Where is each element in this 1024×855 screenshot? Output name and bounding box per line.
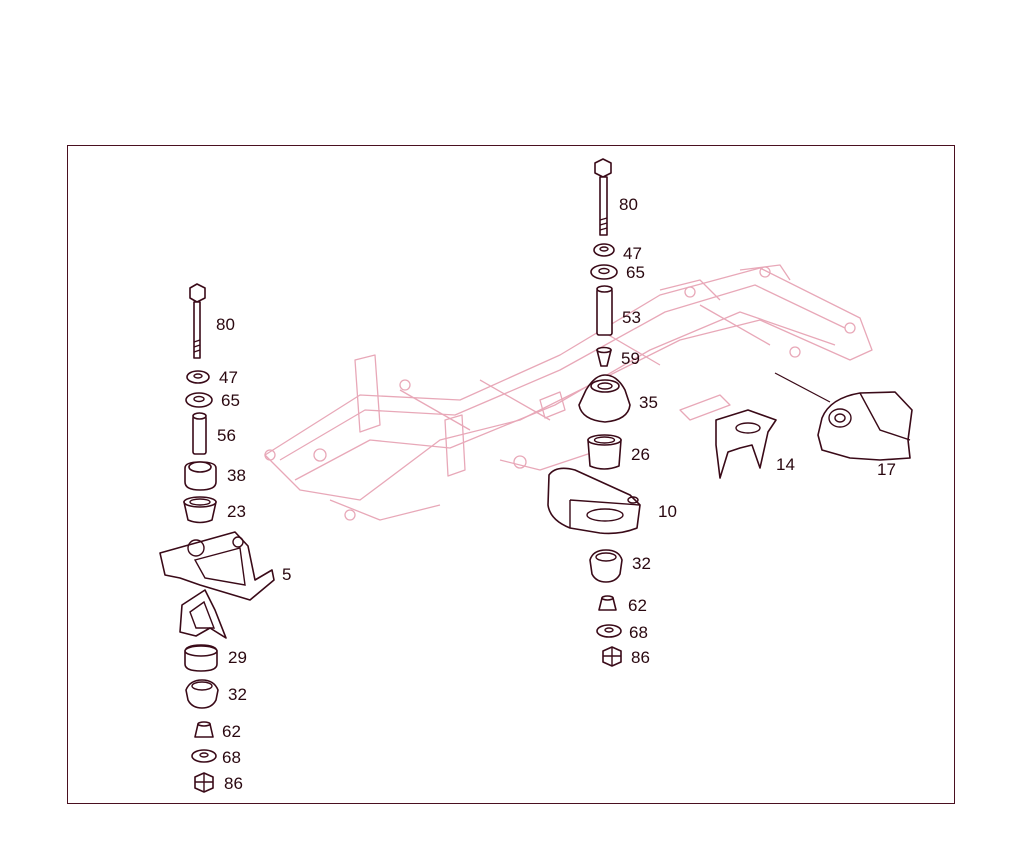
part-number-label: 53 <box>622 308 641 327</box>
chassis-frame-drawing <box>264 264 873 521</box>
washer-icon <box>185 392 213 408</box>
part-number-label: 35 <box>639 393 658 412</box>
left-stack-labels: 80 47 65 56 38 23 5 29 32 62 68 86 <box>216 315 291 793</box>
rubber-mount-icon <box>578 374 631 423</box>
washer-icon <box>590 264 618 280</box>
part-number-label: 80 <box>216 315 235 334</box>
washer-icon <box>186 370 210 384</box>
part-number-label: 47 <box>623 244 642 263</box>
bolt-icon <box>189 283 206 359</box>
part-number-label: 86 <box>631 648 650 667</box>
bushing-icon <box>587 434 622 470</box>
part-number-label: 65 <box>221 391 240 410</box>
bolt-icon <box>594 158 612 236</box>
part-number-label: 29 <box>228 648 247 667</box>
center-stack-labels: 80 47 65 53 59 35 26 10 32 62 68 86 <box>619 195 677 667</box>
rubber-mount-icon <box>184 461 217 491</box>
washer-icon <box>596 624 622 638</box>
mounting-bracket-icon <box>159 531 275 639</box>
part-number-label: 86 <box>224 774 243 793</box>
rubber-mount-icon <box>589 549 623 583</box>
part-number-label: 56 <box>217 426 236 445</box>
spacer-sleeve-icon <box>596 285 613 336</box>
part-number-label: 68 <box>222 748 241 767</box>
spacer-sleeve-icon <box>192 412 207 455</box>
support-bracket-icon <box>715 409 777 479</box>
part-number-label: 32 <box>632 554 651 573</box>
part-number-label: 68 <box>629 623 648 642</box>
washer-icon <box>191 749 217 763</box>
center-mount-stack <box>547 158 641 667</box>
part-number-label: 80 <box>619 195 638 214</box>
part-number-label: 5 <box>282 565 291 584</box>
part-number-label: 47 <box>219 368 238 387</box>
part-number-label: 23 <box>227 502 246 521</box>
part-number-label: 62 <box>628 596 647 615</box>
cone-bushing-icon <box>596 346 612 367</box>
part-number-label: 10 <box>658 502 677 521</box>
mount-bracket-icon <box>547 467 641 535</box>
washer-icon <box>593 243 615 257</box>
cone-bushing-icon <box>598 595 617 611</box>
diagram-frame <box>67 145 955 804</box>
mount-housing-icon <box>817 391 913 461</box>
part-number-label: 32 <box>228 685 247 704</box>
bushing-icon <box>183 496 217 524</box>
part-number-label: 14 <box>776 455 795 474</box>
rubber-cushion-icon <box>184 644 218 672</box>
left-mount-stack <box>159 283 275 793</box>
part-number-label: 59 <box>621 349 640 368</box>
part-number-label: 65 <box>626 263 645 282</box>
part-number-label: 62 <box>222 722 241 741</box>
part-number-label: 38 <box>227 466 246 485</box>
right-labels: 14 17 <box>776 455 896 479</box>
nut-icon <box>602 646 622 667</box>
rubber-mount-icon <box>185 679 219 709</box>
right-parts <box>715 372 913 479</box>
leader-line <box>774 372 831 403</box>
nut-icon <box>194 772 214 793</box>
part-number-label: 17 <box>877 460 896 479</box>
cone-bushing-icon <box>194 721 214 738</box>
part-number-label: 26 <box>631 445 650 464</box>
